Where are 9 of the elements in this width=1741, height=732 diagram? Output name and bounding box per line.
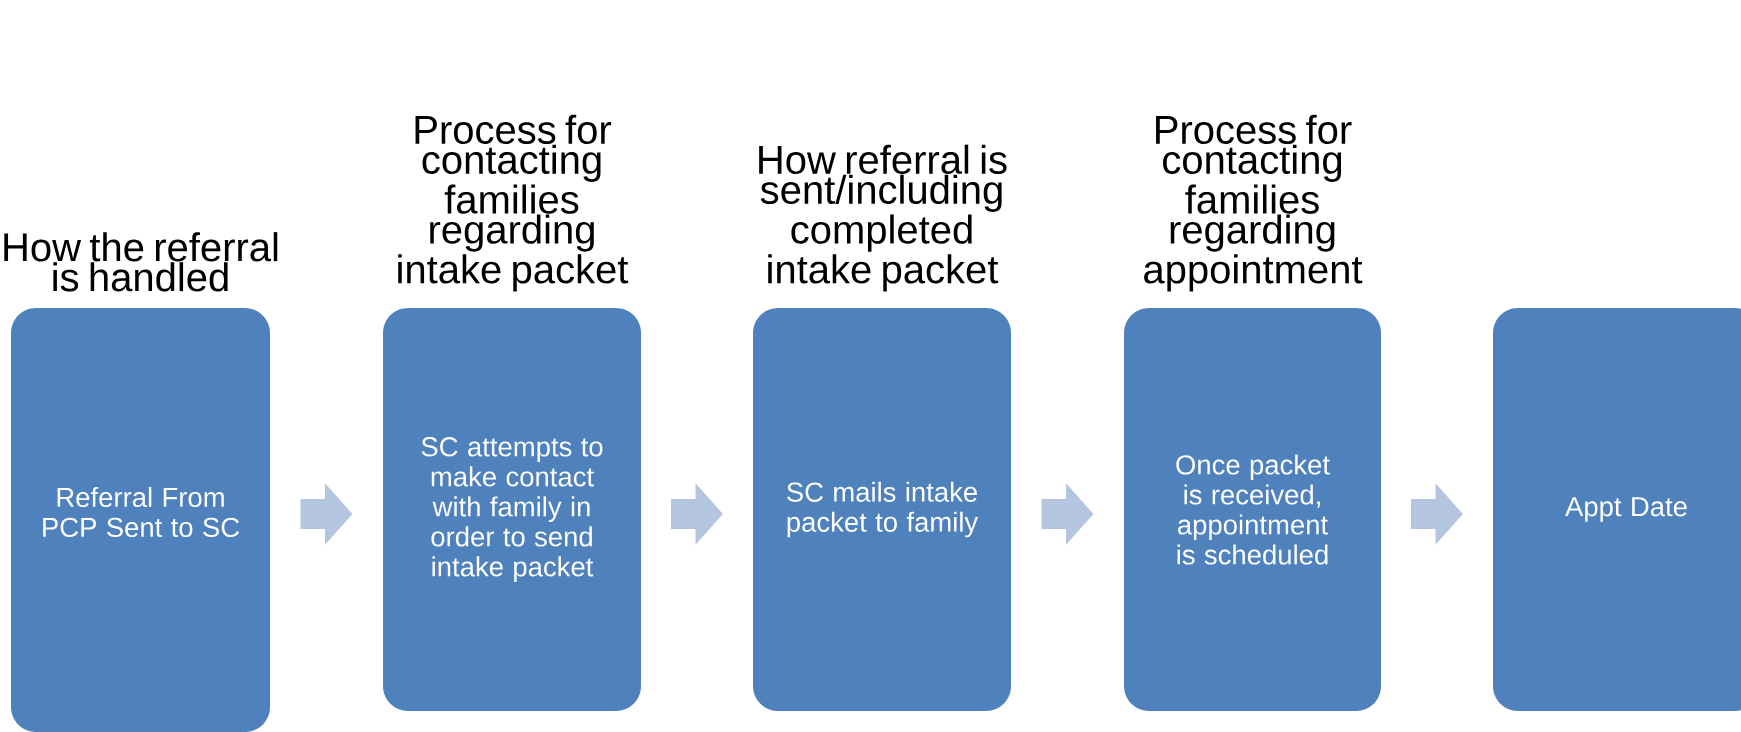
process-box: Appt Date xyxy=(1493,308,1741,711)
heading: Process for contacting families regarding appointment xyxy=(1144,114,1363,292)
heading: How referral is sent/including completed intake packet xyxy=(759,144,1007,292)
process-box: Referral From PCP Sent to SC xyxy=(11,308,270,732)
process-box: SC attempts to make contact with family in order to send intake packet xyxy=(383,308,641,711)
heading: How the referral is handled xyxy=(4,232,278,292)
heading: Process for contacting families regarding intake packet xyxy=(398,114,629,292)
process-box: SC mails intake packet to family xyxy=(753,308,1011,711)
process-box: Once packet is received, appointment is scheduled xyxy=(1124,308,1381,711)
